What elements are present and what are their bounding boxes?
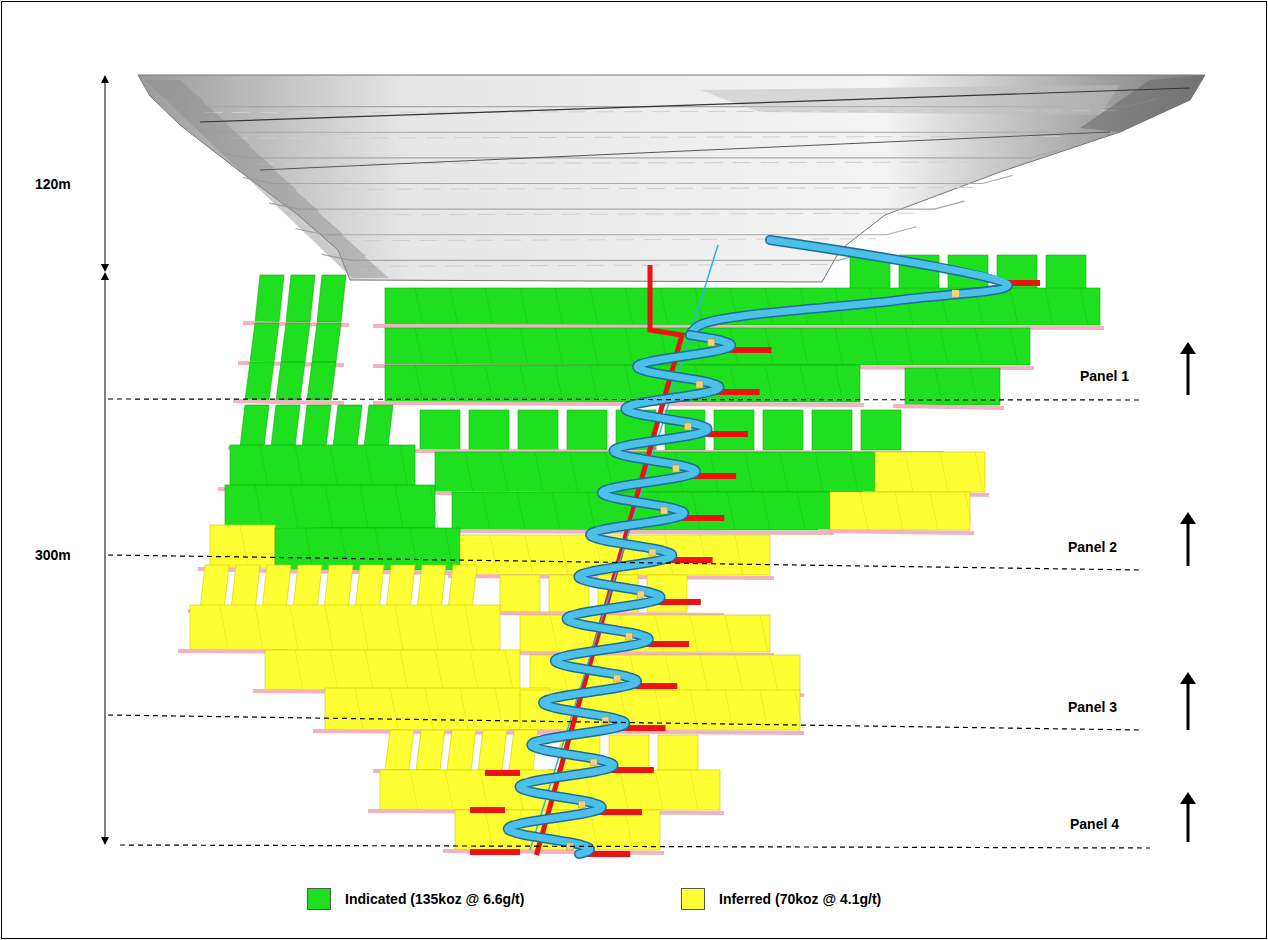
legend-swatch bbox=[681, 888, 705, 910]
legend-text: Inferred (70koz @ 4.1g/t) bbox=[719, 891, 881, 908]
legend-text: Indicated (135koz @ 6.6g/t) bbox=[345, 891, 524, 908]
decline-helix bbox=[470, 240, 1040, 855]
panel-boundaries bbox=[108, 342, 1196, 848]
panel-label: Panel 2 bbox=[1068, 539, 1117, 556]
stope-blocks bbox=[178, 255, 1104, 853]
panel-label: Panel 1 bbox=[1080, 368, 1129, 385]
dimension-label: 300m bbox=[35, 547, 71, 564]
open-pit bbox=[138, 75, 1205, 282]
legend-swatch bbox=[307, 888, 331, 910]
panel-label: Panel 4 bbox=[1070, 816, 1119, 833]
dimension-lines bbox=[105, 79, 106, 841]
panel-label: Panel 3 bbox=[1068, 699, 1117, 716]
dimension-label: 120m bbox=[35, 176, 71, 193]
